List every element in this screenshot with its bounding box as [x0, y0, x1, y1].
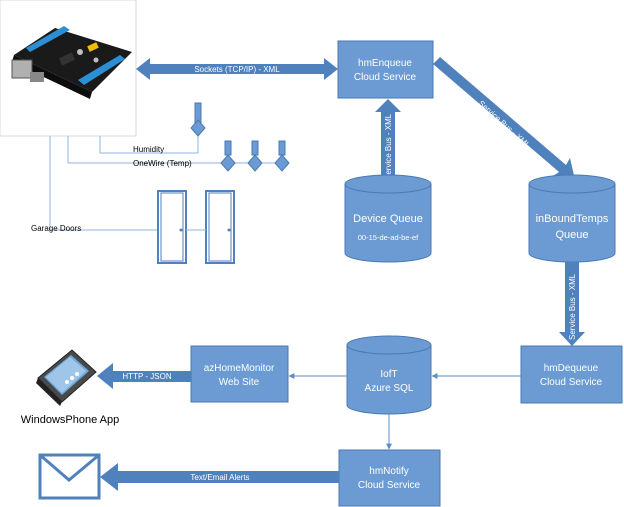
svg-text:Cloud Service: Cloud Service	[540, 377, 603, 388]
windows-phone-app-label: WindowsPhone App	[21, 414, 119, 426]
humidity-label: Humidity	[133, 145, 164, 154]
svg-text:Cloud Service: Cloud Service	[358, 480, 421, 491]
svg-text:hmEnqueue: hmEnqueue	[358, 58, 412, 69]
svg-text:hmDequeue: hmDequeue	[544, 363, 599, 374]
hm-notify-node[interactable]: hmNotify Cloud Service	[338, 449, 441, 507]
svg-text:Cloud Service: Cloud Service	[354, 72, 417, 83]
hm-dequeue-node[interactable]: hmDequeue Cloud Service	[520, 345, 623, 404]
az-home-monitor-node[interactable]: azHomeMonitor Web Site	[190, 345, 289, 403]
alerts-arrow	[100, 463, 339, 491]
temperature-sensor-icon	[220, 140, 290, 172]
garage-door-icon	[157, 190, 235, 264]
http-json-arrow	[97, 363, 191, 389]
svg-text:azHomeMonitor: azHomeMonitor	[204, 363, 275, 374]
inbound-temps-queue-node[interactable]: inBoundTemps Queue	[528, 174, 616, 263]
hm-enqueue-node[interactable]: hmEnqueue Cloud Service	[337, 40, 434, 99]
svg-text:Web Site: Web Site	[219, 377, 260, 388]
svg-text:00-15-de-ad-be-ef: 00-15-de-ad-be-ef	[358, 233, 419, 242]
iot-azure-sql-node[interactable]: IofT Azure SQL	[346, 335, 432, 415]
sockets-arrow	[136, 58, 338, 80]
service-bus-label-3: Service Bus - XML	[568, 273, 577, 340]
device-queue-node[interactable]: Device Queue 00-15-de-ad-be-ef	[344, 174, 432, 263]
onewire-label: OneWire (Temp)	[133, 159, 192, 168]
arduino-board-icon	[0, 0, 137, 137]
dequeue-arrow	[559, 262, 585, 346]
alerts-label: Text/Email Alerts	[190, 473, 249, 482]
svg-text:Queue: Queue	[555, 229, 588, 241]
windows-phone-icon	[36, 349, 97, 406]
sockets-label: Sockets (TCP/IP) - XML	[194, 65, 280, 74]
inbound-arrow	[433, 57, 575, 180]
service-bus-label-1: Service Bus - XML	[384, 113, 393, 180]
svg-text:hmNotify: hmNotify	[369, 466, 408, 477]
svg-text:IofT: IofT	[380, 369, 397, 380]
svg-text:Azure SQL: Azure SQL	[365, 383, 414, 394]
garage-doors-label: Garage Doors	[31, 224, 81, 233]
svg-text:Device Queue: Device Queue	[353, 213, 423, 225]
humidity-sensor-icon	[190, 102, 206, 137]
device-queue-arrow	[375, 99, 401, 185]
http-json-label: HTTP - JSON	[122, 372, 171, 381]
envelope-icon	[38, 453, 101, 500]
service-bus-label-2: Service Bus - XML	[477, 99, 533, 150]
svg-text:inBoundTemps: inBoundTemps	[536, 213, 609, 225]
